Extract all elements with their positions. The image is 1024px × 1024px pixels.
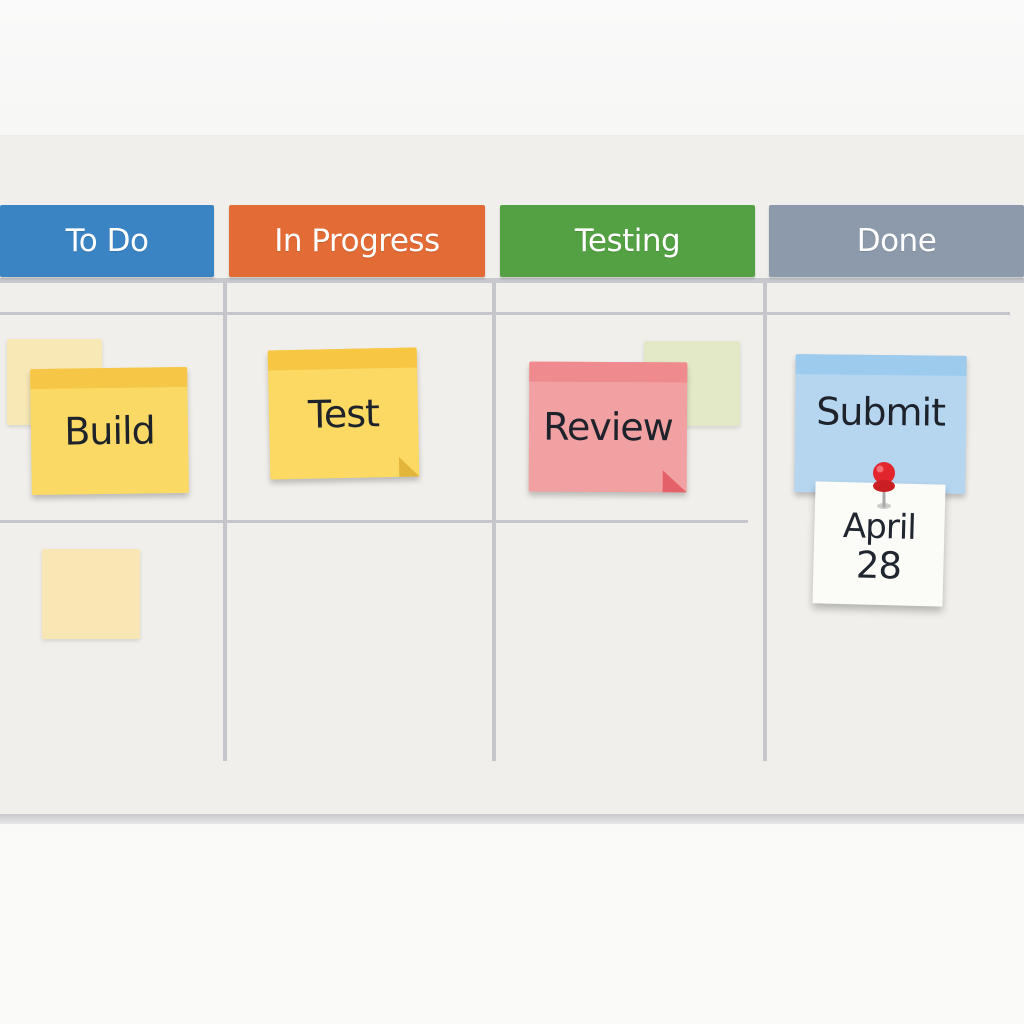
column-title-todo: To Do <box>65 223 149 259</box>
column-title-done: Done <box>856 223 937 259</box>
page-curl-icon <box>398 456 420 477</box>
page-curl-icon <box>662 470 687 493</box>
column-divider-3 <box>763 283 767 761</box>
card-color-band <box>795 354 967 376</box>
column-title-testing: Testing <box>574 223 681 259</box>
push-pin-icon <box>864 458 904 518</box>
column-divider-1 <box>223 283 227 761</box>
column-header-in-progress[interactable]: In Progress <box>229 205 485 277</box>
column-header-todo[interactable]: To Do <box>0 205 214 277</box>
task-card-test[interactable]: Test <box>267 347 420 480</box>
column-title-in-progress: In Progress <box>274 223 440 259</box>
blank-sticky-note[interactable] <box>42 549 140 639</box>
column-header-done[interactable]: Done <box>769 205 1024 277</box>
task-card-label: Build <box>63 408 155 454</box>
header-rule <box>0 278 1024 283</box>
card-color-band <box>267 347 418 371</box>
task-card-review[interactable]: Review <box>528 361 688 493</box>
task-card-build[interactable]: Build <box>30 366 189 496</box>
board-bottom-edge <box>0 814 1024 824</box>
column-header-testing[interactable]: Testing <box>500 205 755 277</box>
lane-line-middle <box>0 520 748 523</box>
lane-line-top <box>0 312 1010 315</box>
card-color-band <box>30 366 188 390</box>
card-color-band <box>529 361 688 383</box>
task-card-label: Test <box>307 390 380 437</box>
column-divider-2 <box>492 283 496 761</box>
task-card-label: Submit <box>815 389 946 435</box>
task-card-label: Review <box>543 404 673 450</box>
due-date-day: 28 <box>855 543 902 588</box>
